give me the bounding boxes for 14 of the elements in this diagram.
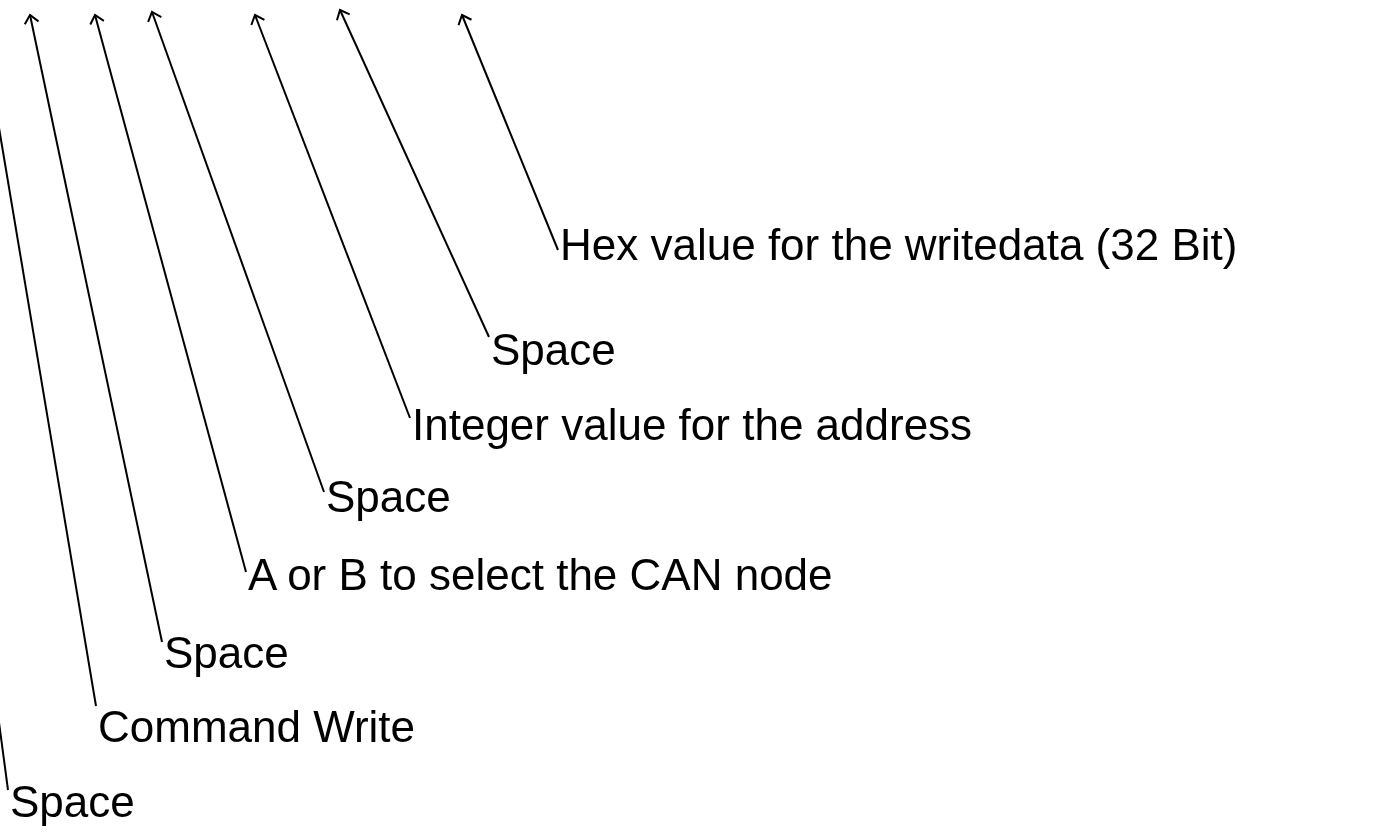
leader-arrow bbox=[457, 14, 559, 251]
leader-arrow bbox=[250, 14, 411, 419]
annotation-label: Space bbox=[326, 471, 451, 523]
annotation-label: Space bbox=[164, 627, 289, 679]
annotation-label: Command Write bbox=[98, 701, 416, 753]
annotation-label: Hex value for the writedata (32 Bit) bbox=[560, 219, 1238, 271]
leader-arrow bbox=[23, 14, 163, 643]
annotation-label: Space bbox=[10, 776, 135, 828]
annotation-label: A or B to select the CAN node bbox=[248, 549, 833, 601]
leader-arrow bbox=[89, 14, 247, 573]
annotation-label: Integer value for the address bbox=[412, 399, 973, 451]
annotation-label: Space bbox=[491, 324, 616, 376]
leader-arrow bbox=[147, 11, 325, 493]
leader-arrow bbox=[335, 9, 490, 338]
